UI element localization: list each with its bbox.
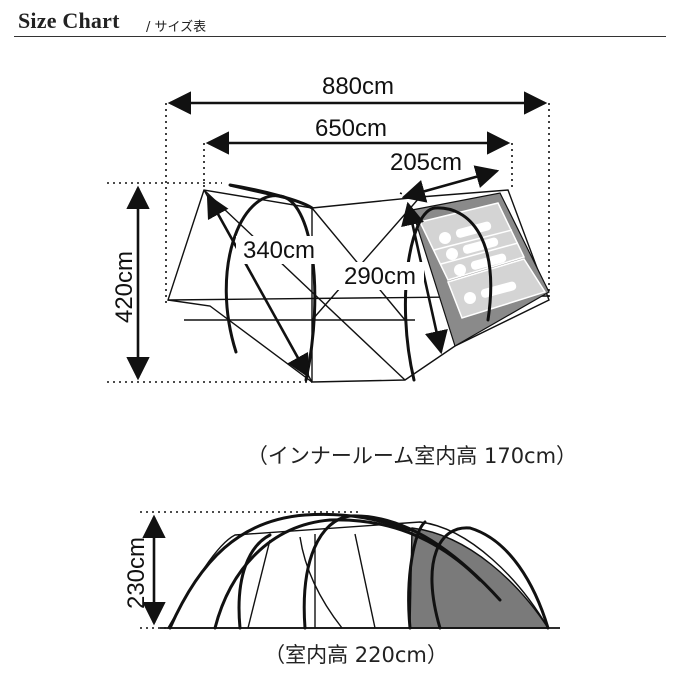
page-title: Size Chart — [18, 8, 120, 33]
inner-room-width-label: 205cm — [390, 149, 462, 176]
room-span-label: 290cm — [344, 263, 416, 290]
height-label: 230cm — [123, 537, 150, 609]
top-view: 880cm 650cm 205cm 340cm 290cm 420cm （インナ… — [107, 70, 577, 468]
tent-poles-side — [168, 512, 550, 630]
page-subtitle: / サイズ表 — [146, 20, 207, 35]
inner-room-height-note: （インナールーム室内高 170cm） — [247, 444, 577, 468]
side-view: 230cm （室内高 220cm） — [123, 511, 560, 667]
main-span-label: 340cm — [243, 237, 315, 264]
overall-length-label: 880cm — [322, 73, 394, 100]
dimension-arrows — [126, 91, 548, 381]
header-divider — [14, 36, 666, 37]
size-chart-header: Size Chart / サイズ表 — [18, 6, 666, 35]
interior-height-note: （室内高 220cm） — [264, 643, 448, 667]
width-label: 420cm — [111, 251, 138, 323]
inner-length-label: 650cm — [315, 115, 387, 142]
